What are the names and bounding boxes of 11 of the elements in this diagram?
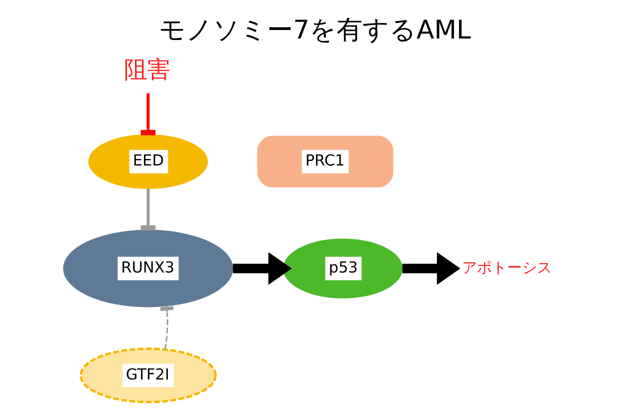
node-ellipse: p53 <box>283 238 403 298</box>
node-ellipse: RUNX3 <box>63 230 234 308</box>
node-text: アポトーシス <box>462 258 552 276</box>
arrow <box>232 252 292 285</box>
node-text: 阻害 <box>124 56 170 84</box>
node-ellipse: EED <box>88 134 208 189</box>
connector <box>160 306 174 350</box>
arrow <box>402 252 460 285</box>
node-ellipse: GTF2I <box>80 348 217 404</box>
diagram-title: モノソミー7を有するAML <box>159 15 471 46</box>
node-box: PRC1 <box>257 136 394 188</box>
